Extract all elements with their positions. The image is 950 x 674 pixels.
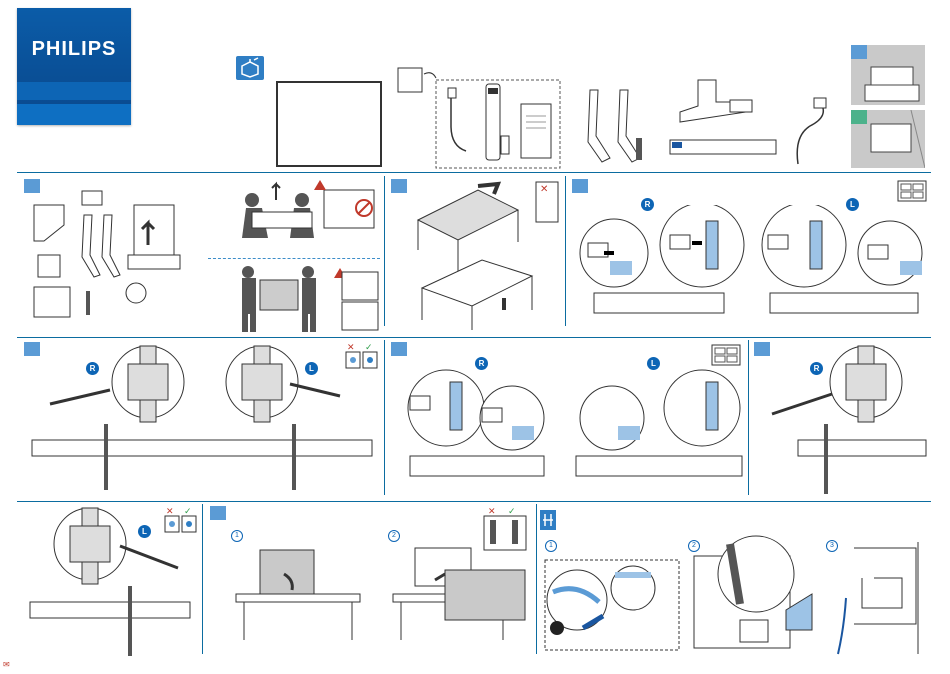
- stand-base-illustration: [668, 76, 778, 172]
- svg-text:✕: ✕: [166, 506, 174, 516]
- substep-1: 1: [231, 530, 243, 542]
- brand-name: PHILIPS: [17, 38, 131, 61]
- screw-stand-2-illustration: [762, 344, 927, 496]
- stand-check-icons: ✕ ✓: [482, 506, 528, 552]
- svg-text:✕: ✕: [488, 506, 496, 516]
- footer-mark: ✉: [3, 660, 10, 669]
- tv-screen-illustration: [275, 80, 385, 170]
- accessory-box-illustration: [396, 66, 566, 172]
- wall-cable-illustration: [834, 538, 926, 656]
- wall-mount-option: [851, 110, 925, 168]
- col-divider-1: [384, 176, 385, 326]
- power-cord-illustration: [790, 96, 840, 168]
- step-badge-cloth: [391, 179, 407, 193]
- svg-text:✕: ✕: [347, 342, 355, 352]
- col-divider-4: [748, 340, 749, 495]
- step-badge-stand-right: [572, 179, 588, 193]
- row-divider-2: [17, 337, 931, 338]
- svg-text:✕: ✕: [540, 184, 548, 195]
- philips-logo: PHILIPS: [17, 8, 131, 125]
- unpack-icon: [236, 56, 264, 80]
- carry-tv-illustration: [232, 262, 382, 334]
- logo-band-lower: [17, 104, 131, 125]
- screw-check-icons-2: ✕ ✓: [164, 506, 198, 534]
- flip-tv-illustration-2: [391, 544, 533, 644]
- svg-text:✓: ✓: [508, 506, 516, 516]
- screw-stand-illustration: [30, 344, 376, 494]
- table-cloth-illustration: ✕: [408, 180, 568, 332]
- cable-routing-illustration: [543, 552, 683, 656]
- attach-stand-illustration: [574, 205, 924, 329]
- col-divider-5: [202, 504, 203, 654]
- stand-type-selector-icon-2: [711, 344, 741, 366]
- col-divider-6: [536, 504, 537, 654]
- stand-legs-illustration: [570, 86, 660, 168]
- unboxing-illustration: [24, 185, 194, 325]
- svg-text:✓: ✓: [184, 506, 192, 516]
- cable-clip-illustration: [690, 534, 830, 654]
- screw-check-icons: ✕ ✓: [345, 342, 379, 370]
- table-mount-option: [851, 45, 925, 105]
- logo-band: [17, 82, 131, 100]
- flip-tv-illustration-1: [234, 544, 364, 644]
- step-badge-stand-2: [391, 342, 407, 356]
- row-divider-3: [17, 501, 931, 502]
- section-dashed-divider: [208, 258, 380, 259]
- svg-text:✓: ✓: [365, 342, 373, 352]
- attach-stand-2-illustration: [406, 368, 744, 480]
- stand-type-selector-icon: [897, 180, 927, 202]
- row-divider-1: [17, 172, 931, 173]
- col-divider-3: [384, 340, 385, 495]
- step-badge-flip: [210, 506, 226, 520]
- substep-2: 2: [388, 530, 400, 542]
- two-person-lift-illustration: [232, 178, 382, 254]
- cable-icon: [540, 510, 556, 530]
- cable-substep-1: 1: [545, 540, 557, 552]
- col-divider-2: [565, 176, 566, 326]
